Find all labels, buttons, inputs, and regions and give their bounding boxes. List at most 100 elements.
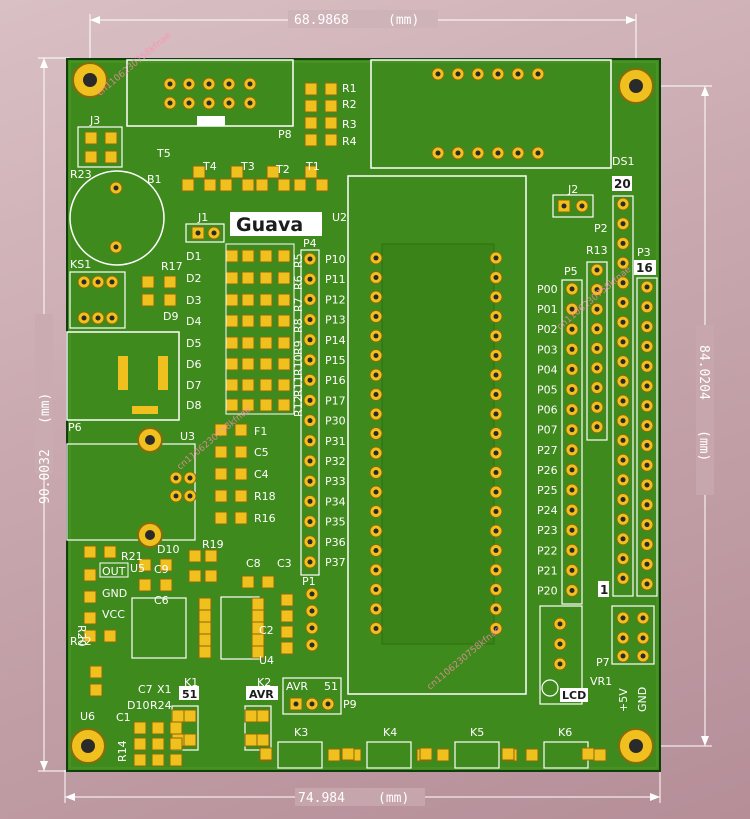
dim-bottom-bg: [295, 788, 425, 806]
drill-hole: [95, 279, 101, 285]
switch-pad: [244, 733, 258, 747]
drill-hole: [226, 100, 232, 106]
mcu-socket-U2: [347, 175, 527, 695]
label-led: D5: [186, 337, 201, 350]
label-resistor: R5: [292, 253, 305, 268]
label-pin1: 1: [600, 583, 608, 597]
drill-hole: [620, 497, 626, 502]
led-resistor-pad: [225, 314, 239, 328]
smd-pad: [214, 511, 228, 525]
label-P8: P8: [278, 128, 292, 141]
dimension-arrows: [40, 16, 709, 801]
transistor-pad: [277, 178, 291, 192]
drill-hole: [373, 509, 379, 514]
smd-pad: [83, 545, 97, 559]
label-resistor: R7: [292, 297, 305, 312]
label-port-pin: P15: [325, 354, 346, 367]
label-R17: R17: [161, 260, 183, 273]
resistor-pad: [304, 133, 318, 147]
label-led: D6: [186, 358, 201, 371]
ic-pad: [251, 597, 265, 611]
drill-hole: [569, 427, 575, 433]
diode-pad: [163, 293, 177, 307]
label-port-pin: P27: [537, 444, 558, 457]
label-port-pin: P26: [537, 464, 558, 477]
label-C1: C1: [116, 711, 131, 724]
regulator-pad: [89, 665, 103, 679]
drill-hole: [644, 403, 650, 409]
led-resistor-pad: [241, 249, 255, 263]
switch-pad: [256, 733, 270, 747]
label-R4: R4: [342, 135, 357, 148]
label-avr-box: AVR: [286, 680, 308, 693]
dim-top-value: 68.9868: [294, 13, 349, 28]
display-DS1: [370, 59, 612, 169]
label-K2: K2: [257, 676, 271, 689]
label-K4: K4: [383, 726, 397, 739]
drill-hole: [493, 548, 499, 553]
led-resistor-pad: [259, 271, 273, 285]
smd-pad: [133, 721, 147, 735]
led-resistor-pad: [277, 249, 291, 263]
drill-hole: [493, 509, 499, 514]
smd-pad: [138, 578, 152, 592]
label-port-pin: P23: [537, 524, 558, 537]
label-port-pin: P17: [325, 394, 346, 407]
resistor-pad: [324, 82, 338, 96]
drill-hole: [113, 185, 119, 191]
label-R18: R18: [254, 490, 276, 503]
drill-hole: [620, 339, 626, 345]
label-resistor: R11: [292, 375, 305, 397]
transistor-pad: [266, 165, 280, 179]
drill-hole: [307, 498, 313, 504]
label-port-pin: P34: [325, 495, 346, 508]
drill-hole: [495, 150, 501, 156]
out-box: [99, 562, 129, 578]
cap-pad: [280, 625, 294, 639]
label-DS1: DS1: [612, 155, 634, 168]
drill-hole: [307, 559, 313, 565]
label-R14: R14: [116, 740, 129, 762]
ic-pad: [251, 609, 265, 623]
drill-hole: [206, 100, 212, 106]
led-resistor-pad: [241, 378, 255, 392]
pot-knob: [541, 679, 559, 697]
ic-pad: [198, 597, 212, 611]
label-led: D4: [186, 315, 201, 328]
label-C2: C2: [259, 624, 274, 637]
drill-hole: [557, 641, 563, 647]
label-led: D7: [186, 379, 201, 392]
jack-pad: [118, 356, 128, 390]
drill-hole: [644, 304, 650, 310]
label-R1: R1: [342, 82, 357, 95]
smd-pad: [214, 467, 228, 481]
drill-hole: [561, 203, 567, 209]
label-port-pin: P24: [537, 504, 558, 517]
transistor-pad: [241, 178, 255, 192]
led-resistor-pad: [259, 398, 273, 412]
label-R19: R19: [202, 538, 224, 551]
drill-hole: [640, 635, 646, 641]
drill-hole: [373, 314, 379, 319]
label-port-pin: P33: [325, 475, 346, 488]
key-pad: [501, 747, 515, 761]
label-port-pin: P35: [325, 516, 346, 529]
jumper-pad: [84, 150, 98, 164]
drill-hole: [644, 343, 650, 349]
drill-hole: [515, 71, 521, 77]
drill-hole: [493, 314, 499, 319]
label-pin16: 16: [636, 261, 653, 275]
label-T1: T1: [305, 160, 320, 173]
label-pin20: 20: [614, 177, 631, 191]
smd-pad: [151, 721, 165, 735]
label-port-pin: P13: [325, 314, 346, 327]
led-resistor-pad: [225, 293, 239, 307]
drill-hole: [594, 424, 600, 430]
label-K5: K5: [470, 726, 484, 739]
regulator-pad: [89, 683, 103, 697]
drill-hole: [373, 255, 379, 261]
drill-hole: [373, 587, 379, 592]
drill-hole: [620, 615, 626, 621]
drill-hole: [167, 81, 173, 87]
